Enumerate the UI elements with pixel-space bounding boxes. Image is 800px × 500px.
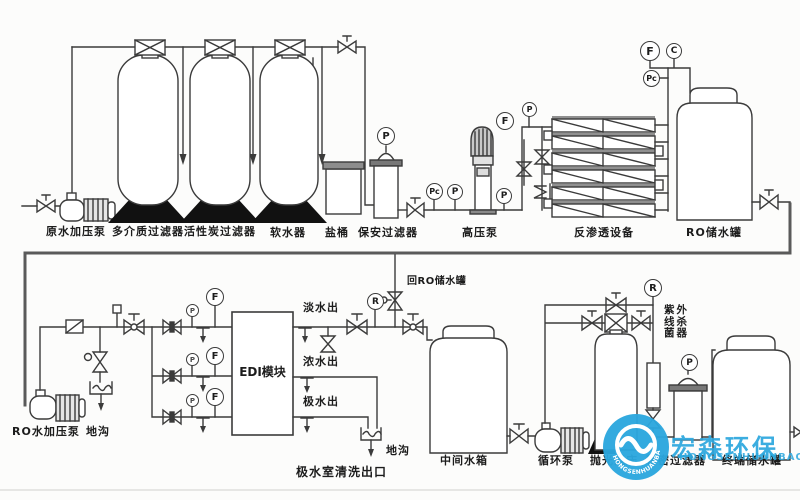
ro-tank-outlet-valve xyxy=(759,189,779,211)
label-middle-tank: 中间水箱 xyxy=(440,454,488,467)
fresh-water-line xyxy=(292,254,433,353)
label-salt-barrel: 盐桶 xyxy=(325,226,349,239)
ro-membrane-rack xyxy=(543,116,664,218)
gauge-pressure-branch2: P xyxy=(186,353,199,366)
label-final-tank: 终端储水罐 xyxy=(722,454,782,467)
gauge-pressure-cartridge: P xyxy=(681,354,698,371)
edi-module-box xyxy=(231,311,294,436)
gauge-pressure-ro-feed: P xyxy=(522,102,537,117)
main-butterfly-valve xyxy=(123,313,145,336)
label-softener: 软水器 xyxy=(270,226,306,239)
label-multimedia-filter: 多介质过滤器 xyxy=(112,225,184,238)
softener-tank xyxy=(259,39,319,206)
label-edi-module: EDI模块 xyxy=(239,365,286,379)
raw-water-pump xyxy=(59,192,116,222)
high-pressure-pump xyxy=(469,126,497,215)
label-raw-water-pump: 原水加压泵 xyxy=(46,225,106,238)
drain-arrow-left xyxy=(98,403,104,411)
gauge-pressure-pump-out: P xyxy=(496,188,512,204)
softener-outlet-valve xyxy=(337,35,357,55)
label-carbon-filter: 活性炭过滤器 xyxy=(184,225,256,238)
polish-bed-manifold xyxy=(544,292,654,424)
gauge-pressure-feed: P xyxy=(447,184,463,200)
raw-feed-piping xyxy=(21,46,375,207)
label-electrode-flush-outlet: 极水室清洗出口 xyxy=(296,465,388,479)
carbon-filter-tank xyxy=(189,39,251,206)
permeate-header xyxy=(649,58,691,212)
multimedia-filter-tank xyxy=(117,39,179,206)
uv-label-line1: 紫外 xyxy=(664,304,689,316)
cartridge-filter xyxy=(668,349,716,441)
salt-barrel xyxy=(322,161,365,215)
middle-tank-outlet-valve xyxy=(509,423,529,445)
tank-bases xyxy=(108,199,327,223)
label-drain-right: 地沟 xyxy=(386,444,410,457)
watermark-romanized: HONGSENHUANBAO xyxy=(679,452,800,463)
label-drain-left: 地沟 xyxy=(86,425,110,438)
gauge-flow-branch3: F xyxy=(206,388,224,406)
gauge-pressure-branch1: P xyxy=(186,304,199,317)
gauge-pressure-security-filter: P xyxy=(377,127,395,145)
raw-inlet-valve xyxy=(36,194,56,214)
terminal-storage-tank xyxy=(712,335,800,461)
throttle-valve-symbol xyxy=(533,183,551,201)
concentrate-electrode-lines xyxy=(292,376,382,457)
label-fresh-out: 淡水出 xyxy=(303,301,339,314)
watermark-logo: HONGSENHUANBAO xyxy=(601,412,669,480)
gauge-pc-feed: Pc xyxy=(426,183,443,200)
gauge-resistivity-polish: R xyxy=(644,279,662,297)
ro-needle-valves xyxy=(515,149,551,201)
branch-gauge-stems xyxy=(191,305,216,418)
label-electrode-out: 极水出 xyxy=(303,395,339,408)
gauge-flow-permeate: F xyxy=(640,41,660,61)
label-uv-sterilizer: 紫外 线杀 菌器 xyxy=(664,304,689,340)
label-circ-pump: 循环泵 xyxy=(538,454,574,467)
label-ro-tank: RO储水罐 xyxy=(686,226,742,239)
uv-label-line2: 线杀 xyxy=(664,315,689,328)
drain-branch-valve xyxy=(83,326,113,405)
label-security-filter: 保安过滤器 xyxy=(358,226,418,239)
ro-booster-pump xyxy=(29,389,86,422)
gauge-stems-feed xyxy=(433,199,505,211)
middle-water-tank xyxy=(429,325,538,454)
probe-stub xyxy=(112,304,122,328)
flow-arrows-down xyxy=(179,154,326,165)
label-return-ro-tank: 回RO储水罐 xyxy=(407,276,467,287)
label-ro-unit: 反渗透设备 xyxy=(574,226,634,239)
watermark-company-name: 宏森环保 xyxy=(671,434,779,462)
label-hp-pump: 高压泵 xyxy=(462,226,498,239)
transfer-pipe xyxy=(23,202,792,407)
gauge-pressure-branch3: P xyxy=(186,394,199,407)
circulation-pump xyxy=(534,422,590,454)
bottom-edge-band xyxy=(0,489,800,491)
gauge-resistivity-product: R xyxy=(367,293,384,310)
check-valve xyxy=(65,319,84,334)
gauge-pc-permeate: Pc xyxy=(643,70,660,87)
branch-drain-arrows xyxy=(196,327,210,433)
security-filter xyxy=(369,145,408,219)
label-ro-booster-pump: RO水加压泵 xyxy=(12,425,80,438)
gauge-conductivity-permeate: C xyxy=(666,43,682,59)
gauge-flow-branch2: F xyxy=(206,347,224,365)
gauge-flow-ro-feed: F xyxy=(496,112,514,130)
gauge-flow-branch1: F xyxy=(206,288,224,306)
uv-label-line3: 菌器 xyxy=(664,327,689,339)
security-filter-outlet-valve xyxy=(406,197,425,219)
edi-branch-valves xyxy=(162,318,182,426)
ro-storage-tank xyxy=(676,87,791,221)
label-conc-out: 浓水出 xyxy=(303,355,339,368)
